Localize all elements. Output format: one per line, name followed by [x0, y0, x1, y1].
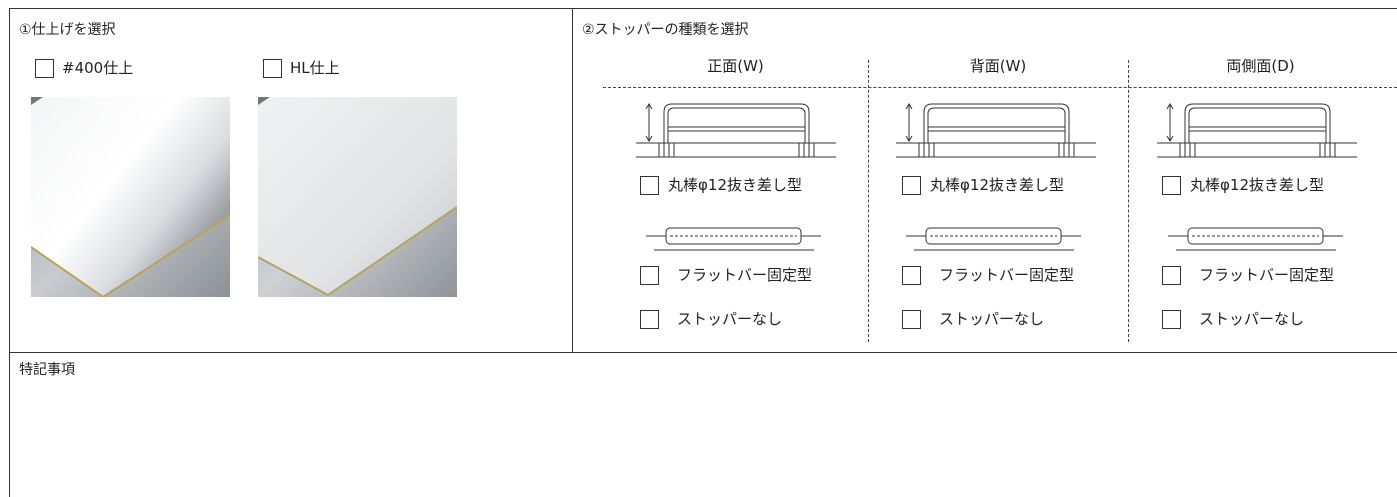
finish-400-label: #400仕上: [62, 59, 134, 77]
stopper-section-title: ②ストッパーの種類を選択: [582, 22, 749, 38]
front-no-stopper-checkbox[interactable]: [640, 310, 659, 329]
back-flat-bar-label: フラットバー固定型: [939, 266, 1075, 284]
notes-section-title: 特記事項: [19, 362, 75, 378]
sides-flat-bar-label: フラットバー固定型: [1199, 266, 1335, 284]
round-bar-stopper-diagram: [896, 103, 1096, 158]
back-round-bar-label: 丸棒φ12抜き差し型: [930, 176, 1064, 194]
sides-round-bar-label: 丸棒φ12抜き差し型: [1190, 176, 1324, 194]
finish-400-checkbox[interactable]: [35, 59, 54, 78]
column-divider: [572, 8, 573, 352]
flat-bar-stopper-diagram: [646, 227, 821, 251]
back-flat-bar-checkbox[interactable]: [902, 266, 921, 285]
flat-bar-stopper-diagram: [1168, 227, 1343, 251]
finish-section-title: ①仕上げを選択: [19, 22, 116, 38]
front-round-bar-label: 丸棒φ12抜き差し型: [668, 176, 802, 194]
form-frame: [9, 8, 1397, 497]
sides-round-bar-checkbox[interactable]: [1162, 176, 1181, 195]
finish-hl-photo: [258, 97, 457, 297]
finish-400-photo: [31, 97, 230, 297]
front-flat-bar-checkbox[interactable]: [640, 266, 659, 285]
back-no-stopper-label: ストッパーなし: [939, 310, 1045, 328]
front-flat-bar-label: フラットバー固定型: [677, 266, 813, 284]
front-no-stopper-label: ストッパーなし: [677, 310, 783, 328]
column-sides-header: 両側面(D): [1226, 57, 1295, 75]
notes-divider: [9, 352, 1397, 353]
notes-area[interactable]: [10, 384, 1396, 496]
column-dashed-divider-2: [1128, 60, 1129, 342]
column-front-header: 正面(W): [707, 57, 764, 75]
finish-hl-label: HL仕上: [290, 59, 340, 77]
sides-flat-bar-checkbox[interactable]: [1162, 266, 1181, 285]
sides-no-stopper-label: ストッパーなし: [1199, 310, 1305, 328]
round-bar-stopper-diagram: [1157, 103, 1357, 158]
round-bar-stopper-diagram: [636, 103, 836, 158]
finish-hl-checkbox[interactable]: [263, 59, 282, 78]
column-back-header: 背面(W): [969, 57, 1027, 75]
header-dashed-line: [603, 87, 1397, 88]
flat-bar-stopper-diagram: [906, 227, 1081, 251]
front-round-bar-checkbox[interactable]: [640, 176, 659, 195]
column-dashed-divider-1: [868, 60, 869, 342]
back-no-stopper-checkbox[interactable]: [902, 310, 921, 329]
back-round-bar-checkbox[interactable]: [902, 176, 921, 195]
sides-no-stopper-checkbox[interactable]: [1162, 310, 1181, 329]
